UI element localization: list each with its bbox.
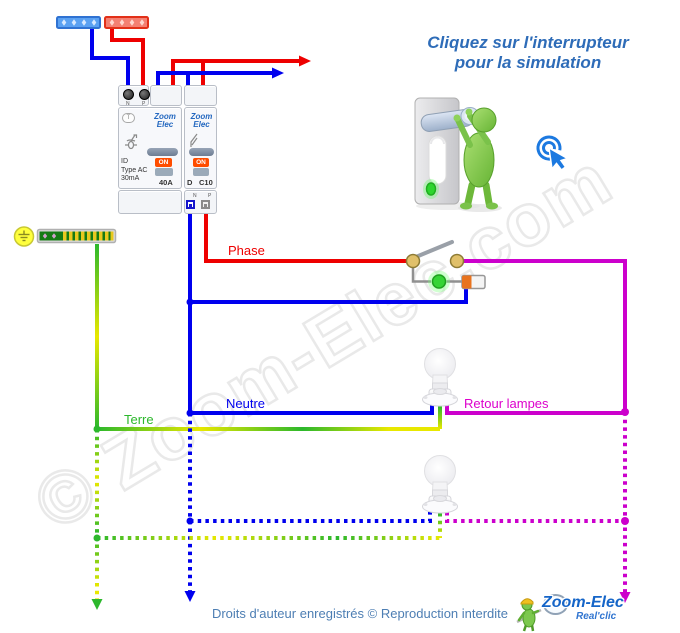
bottom-terminal-p-label: P bbox=[208, 193, 212, 199]
junction-dots bbox=[93, 298, 629, 542]
retour-dotted-lamp2 bbox=[445, 512, 625, 523]
switch-lever[interactable] bbox=[415, 240, 454, 259]
brand-label: Zoom Elec bbox=[190, 112, 213, 129]
earth-distribution-bar bbox=[36, 228, 117, 244]
switch-indicator-led bbox=[428, 270, 450, 293]
wire-arrowheads bbox=[91, 55, 631, 610]
phase-label: Phase bbox=[228, 243, 265, 258]
top-terminal-n bbox=[123, 89, 134, 100]
switch-internal-wire-left bbox=[411, 267, 431, 283]
phase-terminal-strip bbox=[104, 16, 149, 29]
retour-lampes-wire bbox=[464, 259, 627, 412]
bottom-box-left bbox=[118, 190, 182, 214]
lamp-1 bbox=[422, 348, 458, 407]
differential-sensitivity-label: 30mA bbox=[121, 175, 140, 182]
top-box-right bbox=[184, 85, 217, 106]
breaker-handle[interactable] bbox=[193, 168, 209, 176]
click-cursor-icon bbox=[536, 135, 570, 172]
indicator-lamp-component bbox=[461, 274, 486, 290]
breaker-on-button[interactable]: ON bbox=[193, 158, 209, 167]
neutral-terminal-strip bbox=[56, 16, 101, 29]
bottom-terminal-n bbox=[186, 200, 195, 209]
green-figure bbox=[453, 107, 502, 212]
interrupteur-image[interactable] bbox=[414, 97, 502, 212]
logo-brand-text: Zoom-Elec bbox=[542, 594, 624, 611]
top-box-mid bbox=[150, 85, 182, 106]
copyright-text: Droits d'auteur enregistrés © Reproducti… bbox=[211, 606, 509, 621]
neutral-dotted-lamp2 bbox=[190, 512, 432, 523]
top-terminal-n-label: N bbox=[126, 101, 130, 107]
neutre-lamp1-wire bbox=[190, 403, 434, 415]
differential-type-label: Type AC bbox=[121, 167, 148, 174]
differential-id-label: ID bbox=[121, 158, 128, 165]
retour-lamp1-wire bbox=[445, 403, 625, 415]
test-button[interactable]: T bbox=[122, 113, 135, 123]
switch-terminal-left bbox=[405, 253, 421, 269]
instruction-title-line1: Cliquez sur l'interrupteur bbox=[427, 33, 629, 52]
brand-label: Zoom Elec bbox=[154, 112, 176, 129]
differential-on-button[interactable]: ON bbox=[155, 158, 172, 167]
logo-tagline-text: Real'clic bbox=[576, 611, 617, 622]
zoom-elec-logo: Zoom-Elec Real'clic bbox=[514, 594, 678, 632]
instruction-title-line2: pour la simulation bbox=[454, 53, 602, 72]
din-rail-modules: N P T Zoom Elec ON ID Ty bbox=[118, 85, 218, 215]
differential-breaker: T Zoom Elec ON ID Type AC 30mA 40A bbox=[118, 107, 182, 189]
breaker-rating-label: C10 bbox=[199, 178, 213, 187]
bottom-terminal-n-label: N bbox=[193, 193, 197, 199]
lamp-2 bbox=[422, 455, 458, 514]
top-terminal-p-label: P bbox=[142, 101, 146, 107]
neutre-label: Neutre bbox=[226, 396, 266, 411]
contact-symbol-icon bbox=[190, 133, 198, 147]
bottom-terminal-p bbox=[201, 200, 210, 209]
phase-wire bbox=[204, 212, 406, 263]
top-terminal-p bbox=[139, 89, 150, 100]
terre-label: Terre bbox=[124, 412, 154, 427]
breaker-curve-label: D bbox=[187, 178, 193, 187]
differential-symbol-icon bbox=[125, 134, 138, 150]
neutral-indicator-branch bbox=[190, 289, 468, 304]
neutral-bus-wire bbox=[156, 71, 273, 90]
wall-switch[interactable] bbox=[405, 240, 486, 293]
breaker-slider[interactable] bbox=[189, 148, 214, 156]
neutral-feed-wire bbox=[90, 27, 130, 90]
earth-symbol-icon bbox=[13, 226, 35, 247]
retour-lampes-label: Retour lampes bbox=[464, 396, 549, 411]
switch-terminal-right bbox=[449, 253, 465, 269]
circuit-breaker: Zoom Elec ON D C10 bbox=[184, 107, 217, 189]
top-terminal-box-np: N P bbox=[118, 85, 150, 107]
differential-rating-label: 40A bbox=[159, 178, 173, 187]
logo-mascot-icon bbox=[516, 598, 542, 632]
magnifier-icon bbox=[543, 594, 568, 615]
differential-slider[interactable] bbox=[147, 148, 178, 156]
phase-bus-wire bbox=[171, 59, 300, 90]
differential-handle[interactable] bbox=[155, 168, 173, 176]
phase-feed-wire bbox=[110, 27, 145, 90]
bottom-terminal-box: N P bbox=[184, 190, 217, 214]
switch-plate-led bbox=[423, 179, 439, 199]
